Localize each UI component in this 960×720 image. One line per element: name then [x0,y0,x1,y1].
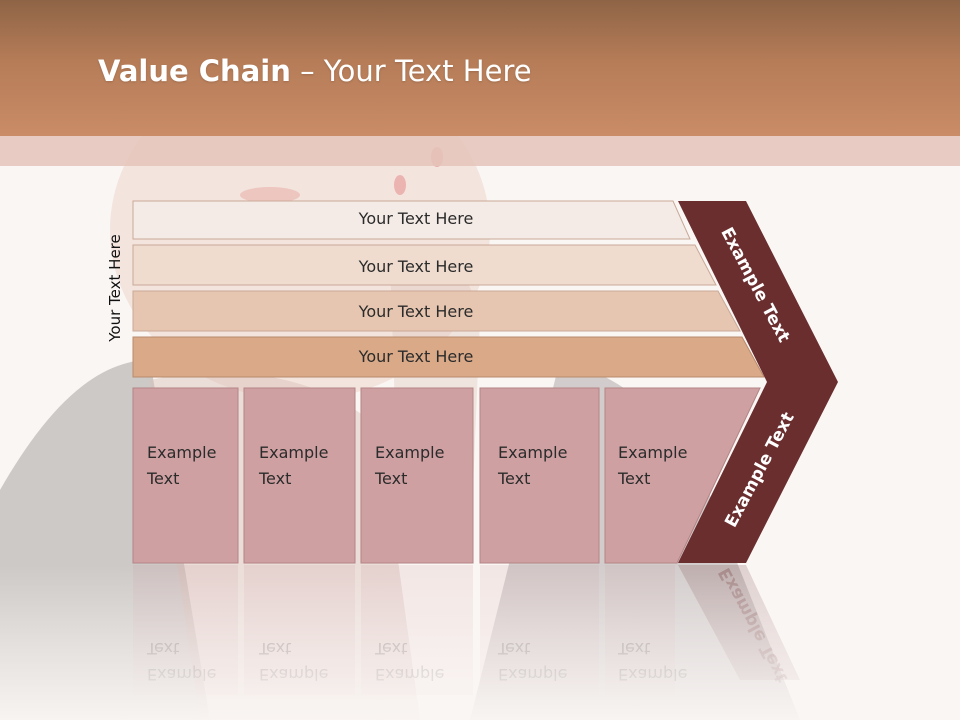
support-bar-1 [132,200,691,240]
support-bar-2-label: Your Text Here [358,257,474,276]
support-bar-1-label: Your Text Here [358,209,474,228]
activity-box-3 [360,387,474,564]
header-band [0,136,960,166]
activity-box-2 [243,387,356,564]
support-bar-3 [132,290,741,332]
activity-box-1 [132,387,239,564]
support-bar-4-label: Your Text Here [358,347,474,366]
support-bar-3-label: Your Text Here [358,302,474,321]
activity-box-5 [604,387,761,564]
header-bar [0,0,960,136]
support-bar-2 [132,244,717,286]
support-bar-4 [132,336,765,378]
vertical-axis-label: Your Text Here [106,234,124,342]
reflection-fade [0,565,960,720]
slide-title-bold: Value Chain [98,54,291,88]
slide-title-rest: – Your Text Here [290,54,532,88]
margin-chevron [678,201,838,563]
slide-title: Value Chain – Your Text Here [98,54,532,94]
activity-box-4 [479,387,600,564]
